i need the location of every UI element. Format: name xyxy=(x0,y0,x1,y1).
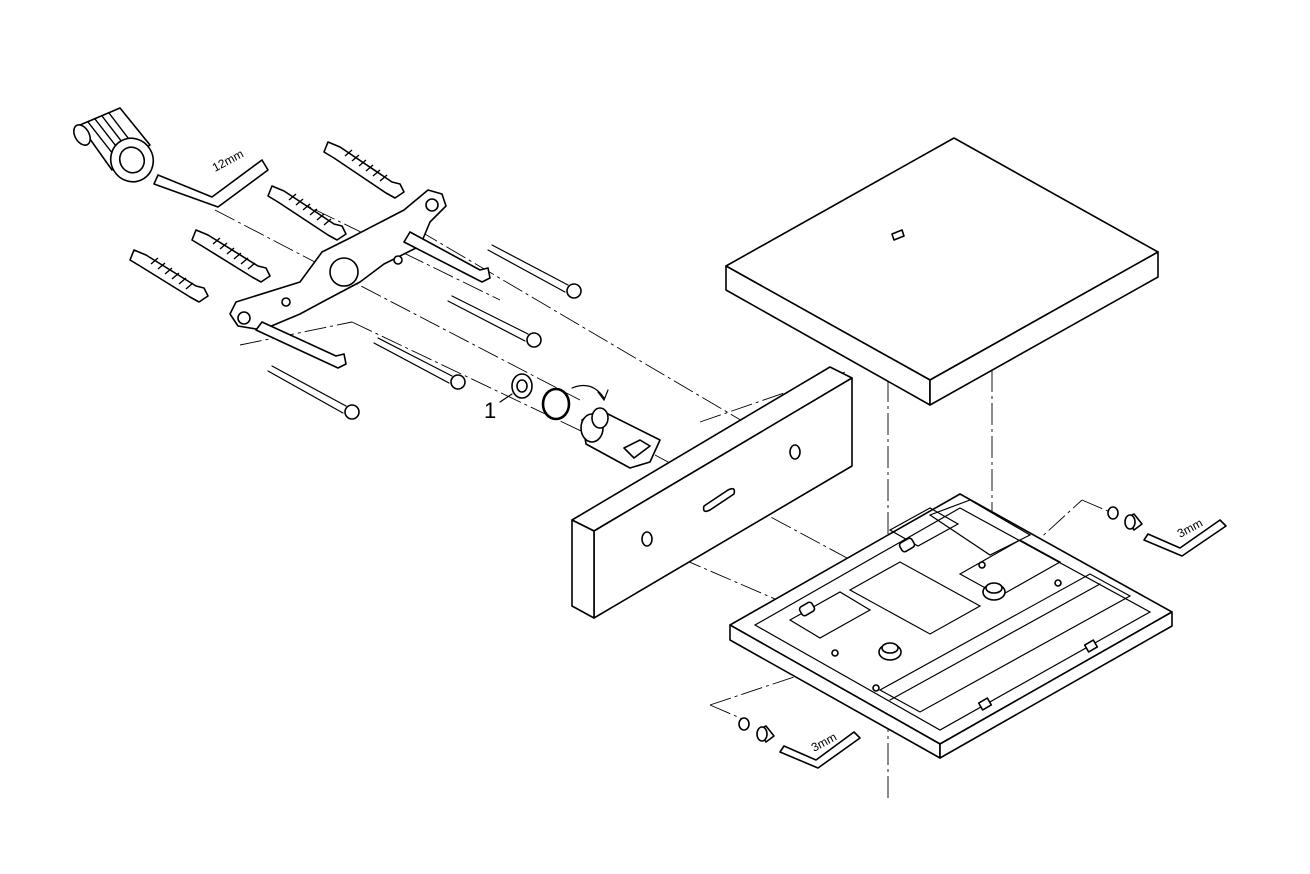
mounting-bracket xyxy=(229,189,491,369)
o-ring-seal xyxy=(541,385,609,421)
threaded-anchor-bolt-2 xyxy=(267,185,347,241)
hex-key-3mm-bottom-icon xyxy=(779,731,861,769)
mounting-screw-2 xyxy=(447,295,542,348)
set-screw-right xyxy=(1107,506,1143,531)
base-mounting-box xyxy=(729,493,1173,759)
threaded-anchor-bolt-3 xyxy=(191,229,271,283)
mounting-screw-1 xyxy=(487,244,582,299)
mounting-screw-3 xyxy=(373,337,466,390)
threaded-anchor-bolt-1 xyxy=(323,141,405,199)
threaded-adapter xyxy=(73,107,155,183)
callout-part-1-label: 1 xyxy=(484,398,496,423)
hex-key-3mm-right-icon xyxy=(1143,519,1227,557)
hex-key-12mm-label: 12mm xyxy=(210,147,246,175)
valve-cartridge xyxy=(580,407,661,469)
check-valve-part-1 xyxy=(499,373,533,403)
threaded-anchor-bolt-4 xyxy=(129,249,209,303)
square-cover-plate xyxy=(725,137,1159,406)
set-screw-bottom xyxy=(738,717,775,743)
wall-mounting-plate xyxy=(571,366,853,619)
mounting-screw-4 xyxy=(267,365,360,420)
hex-key-12mm-icon xyxy=(153,159,269,208)
